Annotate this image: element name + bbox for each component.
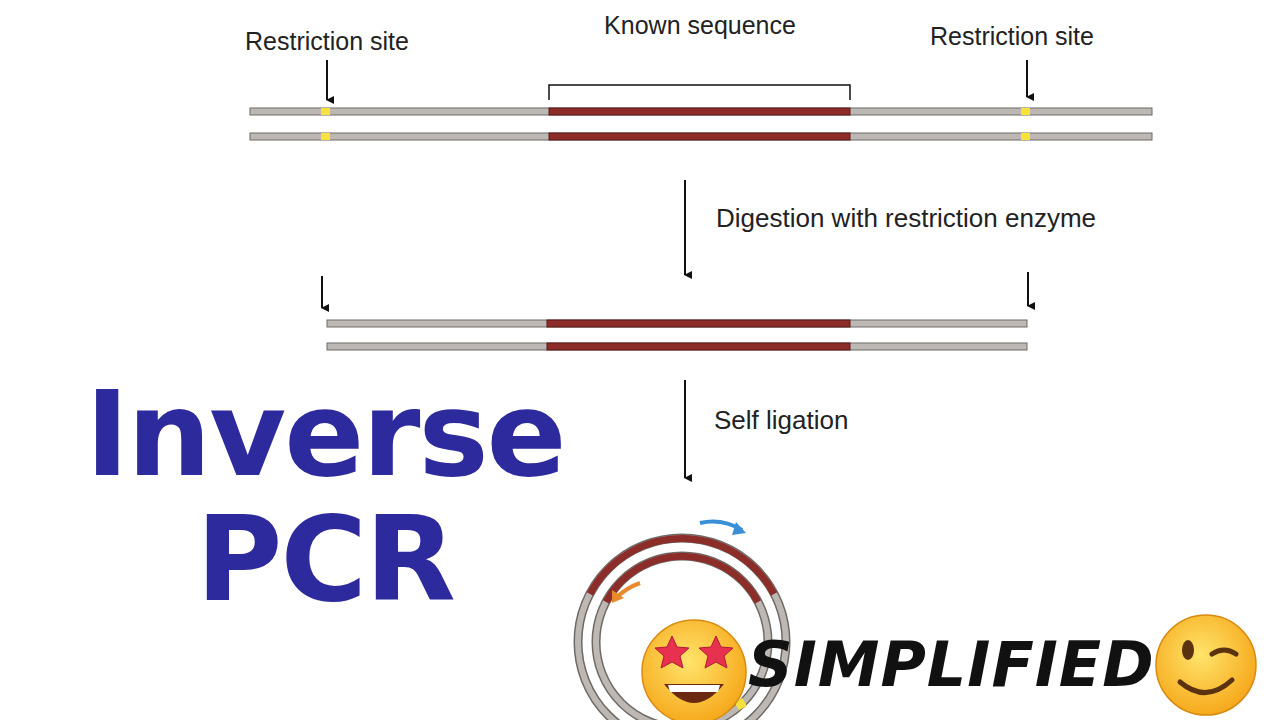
pointer-arrow [1026, 60, 1028, 97]
step-label: Digestion with restriction enzyme [716, 203, 1096, 234]
step-arrow [684, 180, 686, 275]
star-eyes-emoji [642, 620, 746, 720]
subtitle-text: SIMPLIFIED [748, 628, 1155, 701]
pointer-arrow [321, 276, 323, 308]
pointer-arrow [1027, 272, 1029, 306]
winking-emoji [1156, 615, 1256, 715]
step-label: Self ligation [714, 405, 848, 436]
known-sequence-label: Known sequence [600, 10, 800, 41]
bracket [549, 85, 850, 100]
title-text: Inverse PCR [40, 372, 610, 622]
dna-fragment [327, 320, 1027, 350]
dna-double-strand [250, 108, 1152, 140]
pointer-arrow [326, 60, 328, 100]
restriction-site-label: Restriction site [245, 27, 409, 56]
step-arrow [684, 380, 686, 478]
restriction-site-label: Restriction site [930, 22, 1094, 51]
